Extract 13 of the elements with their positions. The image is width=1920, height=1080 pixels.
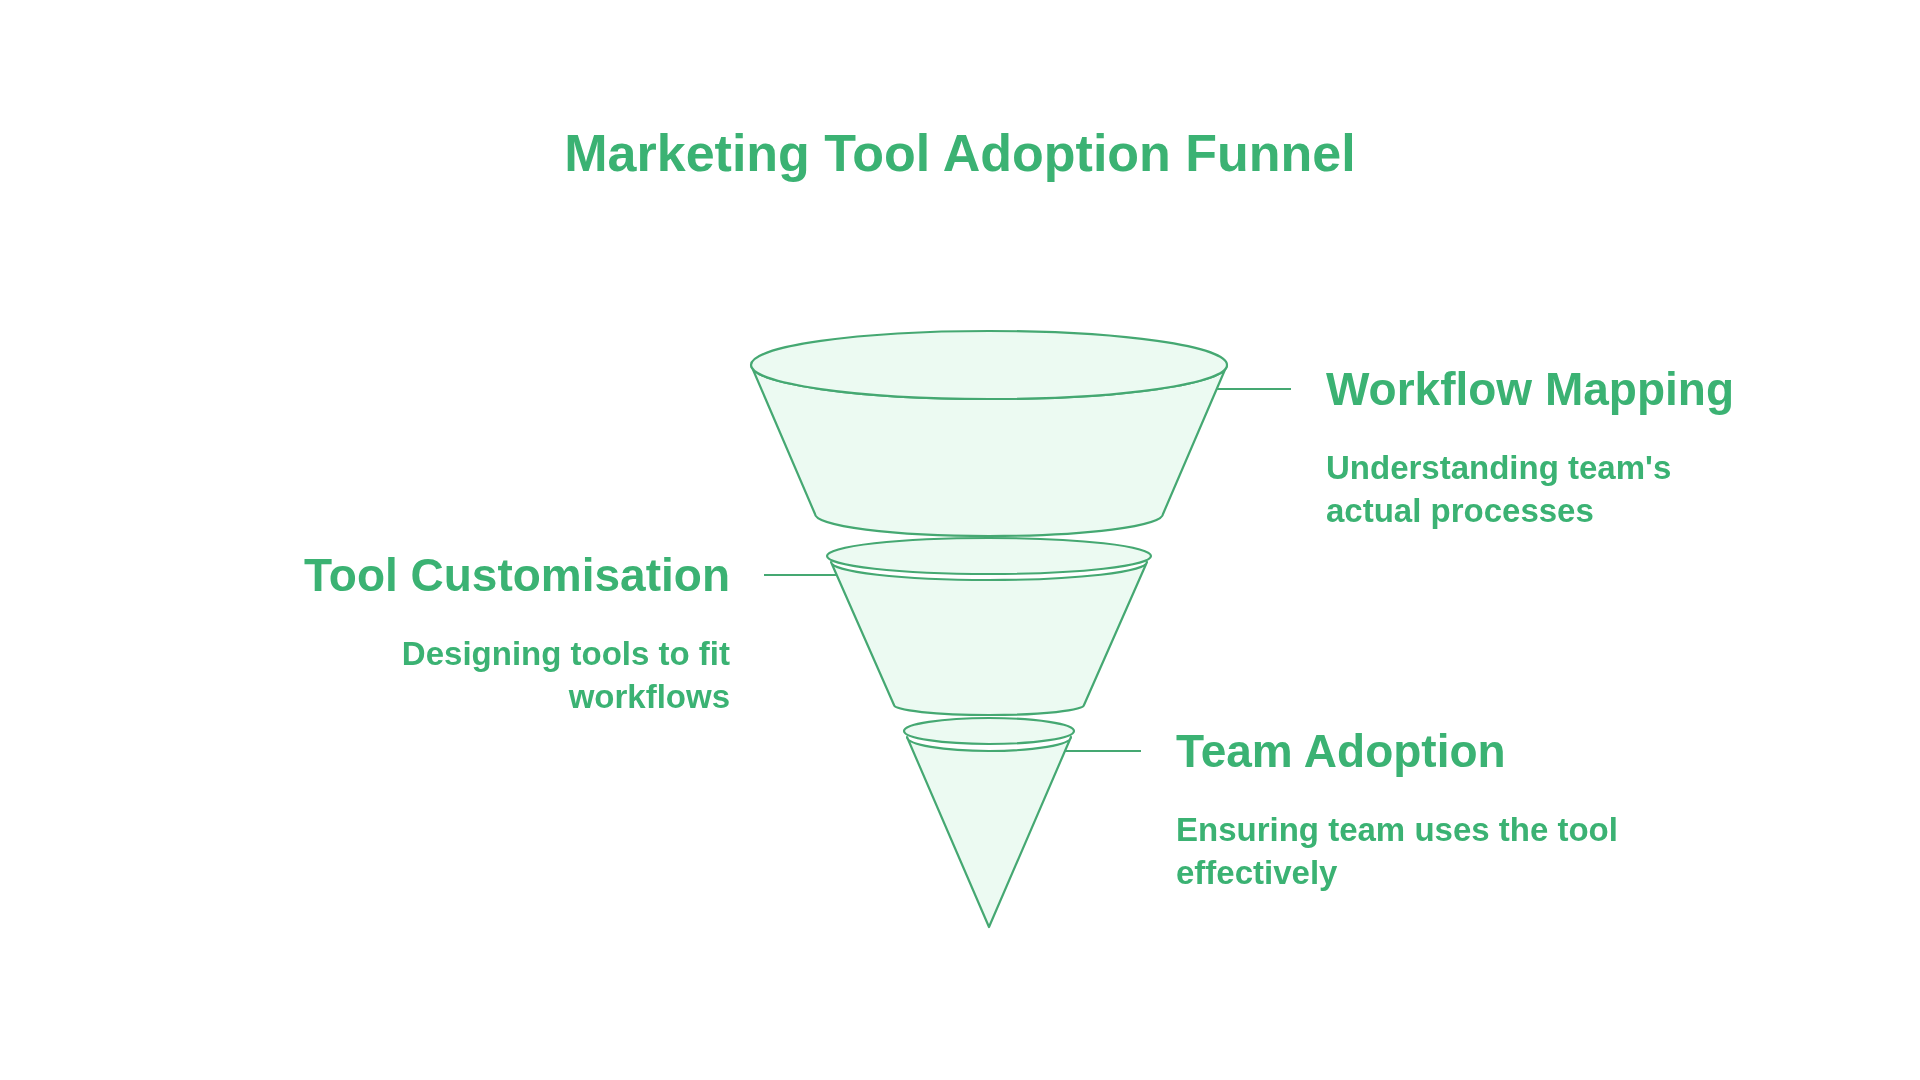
funnel-segment (749, 329, 1229, 538)
step-heading: Workflow Mapping (1326, 362, 1734, 416)
step-heading: Team Adoption (1176, 724, 1506, 778)
funnel-segment (902, 716, 1076, 929)
leader-line (1215, 388, 1292, 390)
step-heading: Tool Customisation (304, 548, 730, 602)
leader-line (763, 574, 838, 576)
leader-line (1063, 750, 1142, 752)
diagram-title: Marketing Tool Adoption Funnel (564, 123, 1356, 184)
funnel-segment (825, 536, 1153, 717)
step-description: Ensuring team uses the tool effectively (1176, 811, 1618, 891)
step-description: Understanding team's actual processes (1326, 449, 1672, 529)
step-description: Designing tools to fit workflows (401, 635, 730, 715)
